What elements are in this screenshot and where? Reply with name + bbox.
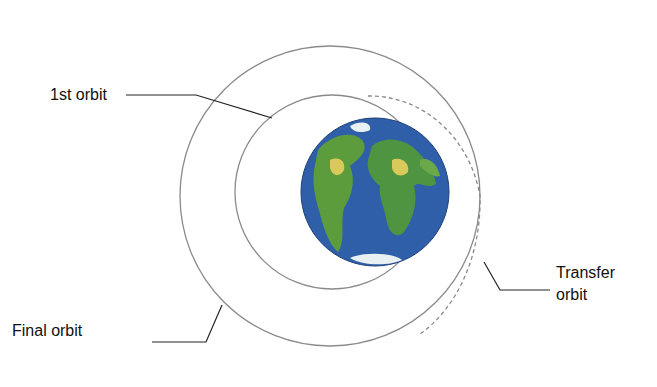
leader-line xyxy=(484,262,550,290)
final-orbit-circle xyxy=(180,46,480,346)
leader-line xyxy=(126,95,272,118)
leader-line xyxy=(152,305,222,342)
earth-globe xyxy=(301,118,449,266)
orbit-label: Transfer orbit xyxy=(556,262,634,305)
orbit-label: Final orbit xyxy=(12,320,82,342)
orbit-label: 1st orbit xyxy=(50,84,107,106)
